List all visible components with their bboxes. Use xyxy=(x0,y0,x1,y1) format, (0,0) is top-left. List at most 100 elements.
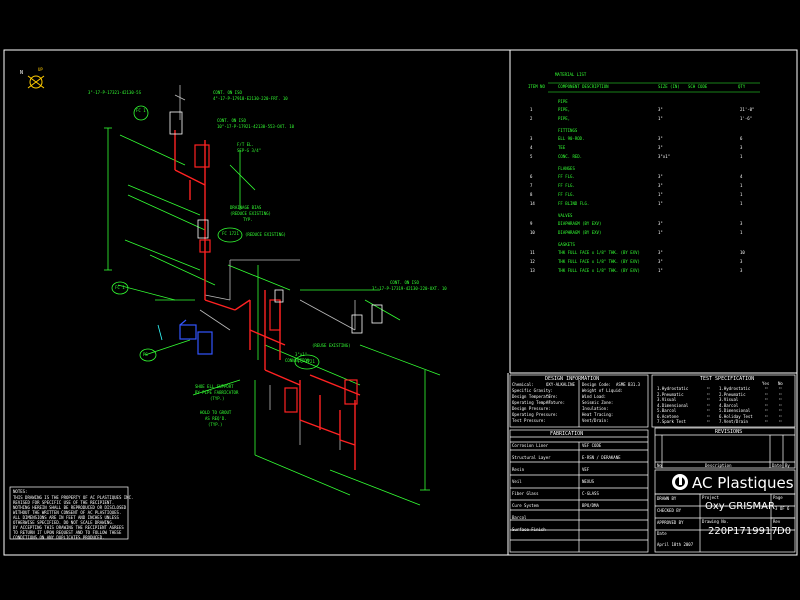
checkbox-icon: ☐ xyxy=(707,396,710,401)
bom-item-size: 3" xyxy=(658,221,663,226)
bom-section-head: VALVES xyxy=(558,213,573,218)
design-field-label: Seismic Zone: xyxy=(582,400,614,405)
company-name: AC Plastiques xyxy=(692,474,794,492)
fabricator-label: BY PIPE FABRICATOR xyxy=(195,390,239,395)
design-field-label: Insulation: xyxy=(582,406,609,411)
cont-label-2: CONT. ON ISO xyxy=(217,118,246,123)
spec-item: 1.Hydrostatic xyxy=(719,386,751,391)
approved-by-label: APPROVED BY xyxy=(657,520,684,525)
checkbox-icon: ☐ xyxy=(765,412,768,418)
revisions-title: REVISIONS xyxy=(715,429,743,435)
bom-item-size: 3" xyxy=(658,250,663,255)
tag-bubble-icon xyxy=(111,105,320,370)
bom-item-size: 3" xyxy=(658,107,663,112)
bom-section-head: PIPE xyxy=(558,99,568,104)
bom-item-qty: 1 xyxy=(740,192,743,197)
north-label: N xyxy=(20,70,24,76)
checkbox-icon: ☐ xyxy=(779,401,782,407)
checkbox-icon: ☐ xyxy=(779,412,782,418)
design-field-label: Chemical: xyxy=(512,382,534,387)
spec-title: TEST SPECIFICATION xyxy=(700,376,755,382)
line-label-1: 3"-17-P-17321-42130-5S xyxy=(88,90,141,95)
bom-section-head: FITTINGS xyxy=(558,128,578,133)
bom-item-size: 3" xyxy=(658,183,663,188)
rev-label: Rev xyxy=(773,519,781,524)
bom-item-qty: 1 xyxy=(740,230,743,235)
typ-label-2: (TYP.) xyxy=(210,396,225,401)
rev-col-by: By xyxy=(785,463,790,468)
fab-field-label: Veil xyxy=(512,479,522,484)
bom-item-size: 1" xyxy=(658,192,663,197)
dimension-lines xyxy=(104,127,441,506)
checkbox-icon: ☐ xyxy=(765,396,768,401)
note-line: BY ACCEPTING THIS DRAWING THE RECIPIENT … xyxy=(13,525,124,530)
spec-yes: Yes xyxy=(762,381,770,386)
tag-label-3: FC 1721 xyxy=(298,359,315,364)
tag-label-1: FC 1 xyxy=(136,108,146,113)
line-label-3: 10"-17-P-17921-42130-553-OXT. 10 xyxy=(217,124,295,129)
fab-field-value: NEXUS xyxy=(582,479,595,484)
design-field-value: °F xyxy=(546,394,551,399)
checkbox-icon: ☐ xyxy=(707,407,710,412)
design-field-label: Design Code: xyxy=(582,382,611,387)
checkbox-icon: ☐ xyxy=(765,401,768,407)
checkbox-icon: ☐ xyxy=(779,390,782,396)
design-field-label: Heat Tracing: xyxy=(582,412,614,417)
cont-label-3: CONT. ON ISO xyxy=(390,280,419,285)
title-block-grid xyxy=(509,374,796,553)
bom-item-size: 1" xyxy=(658,201,663,206)
fab-field-value: C-GLASS xyxy=(582,491,599,496)
checkbox-icon: ☐ xyxy=(707,418,710,423)
rev-col-date: Date xyxy=(772,463,782,468)
bom-item-size: 1" xyxy=(658,230,663,235)
checkbox-icon: ☐ xyxy=(707,412,710,418)
rev-col-desc: Description xyxy=(705,463,732,468)
page-value: 3 OF 6 xyxy=(775,506,790,511)
bom-item-no: 6 xyxy=(530,174,533,179)
checkbox-icon: ☐ xyxy=(707,385,710,390)
fab-field-label: Cure System xyxy=(512,503,539,508)
bom-item-size: 3" xyxy=(658,174,663,179)
bom-item-desc: ELL 90-ROD. xyxy=(558,136,585,141)
bom-item-desc: FF FLG. xyxy=(558,192,575,197)
checkbox-icon: ☐ xyxy=(779,385,782,390)
bom-header-item: ITEM NO xyxy=(528,84,545,89)
expansion-joint-icon xyxy=(169,111,383,334)
bom-item-qty: 4 xyxy=(740,174,743,179)
design-field-label: Weight of Liquid: xyxy=(582,388,623,393)
ft-label: F/T EL. xyxy=(237,142,254,147)
note-text: THIS DRAWING IS THE PROPERTY OF AC PLAST… xyxy=(13,495,133,540)
spec-item: 5.Dimensional xyxy=(719,408,751,413)
spec-item: 5.Barcol xyxy=(657,408,677,413)
fab-field-value: VEF CODE xyxy=(582,443,602,448)
bom-title: MATERIAL LIST xyxy=(555,72,587,77)
bom-item-desc: THK FULL FACE x 1/8" THK. (BY EXV) xyxy=(558,268,640,273)
fab-field-label: Surface Finish xyxy=(512,527,546,532)
bom-item-desc: THK FULL FACE x 1/8" THK. (BY EXV) xyxy=(558,250,640,255)
checkbox-icon: ☐ xyxy=(765,390,768,396)
bom-item-no: 5 xyxy=(530,154,533,159)
fab-field-label: Barcol xyxy=(512,515,527,520)
bom-item-size: 3" xyxy=(658,145,663,150)
checkbox-icon: ☐ xyxy=(765,385,768,390)
bom-item-desc: FF FLG. xyxy=(558,183,575,188)
line-label-4: 3"-17-P-17319-42130-220-OXT. 10 xyxy=(372,286,447,291)
rev-value: D0 xyxy=(777,526,792,537)
bom-item-size: 3" xyxy=(658,259,663,264)
reduce-label-2: (REDUCE EXISTING) xyxy=(245,232,286,237)
spec-item: 7.Vent/Drain xyxy=(719,419,748,424)
company-logo-icon xyxy=(672,474,688,490)
drawn-by-label: DRAWN BY xyxy=(657,496,677,501)
bom-item-no: 8 xyxy=(530,192,533,197)
bom-item-no: 1 xyxy=(530,107,533,112)
piping-isometric xyxy=(104,85,441,506)
fab-field-value: E-RSN / DERAKANE xyxy=(582,455,621,460)
drawing-number: 220P1719917 xyxy=(708,526,778,537)
bom-item-desc: PIPE, xyxy=(558,107,571,112)
sep-label: SEP-G 3/4" xyxy=(237,148,262,153)
bom-item-qty: 3 xyxy=(740,268,743,273)
bom-section-head: GASKETS xyxy=(558,242,575,247)
